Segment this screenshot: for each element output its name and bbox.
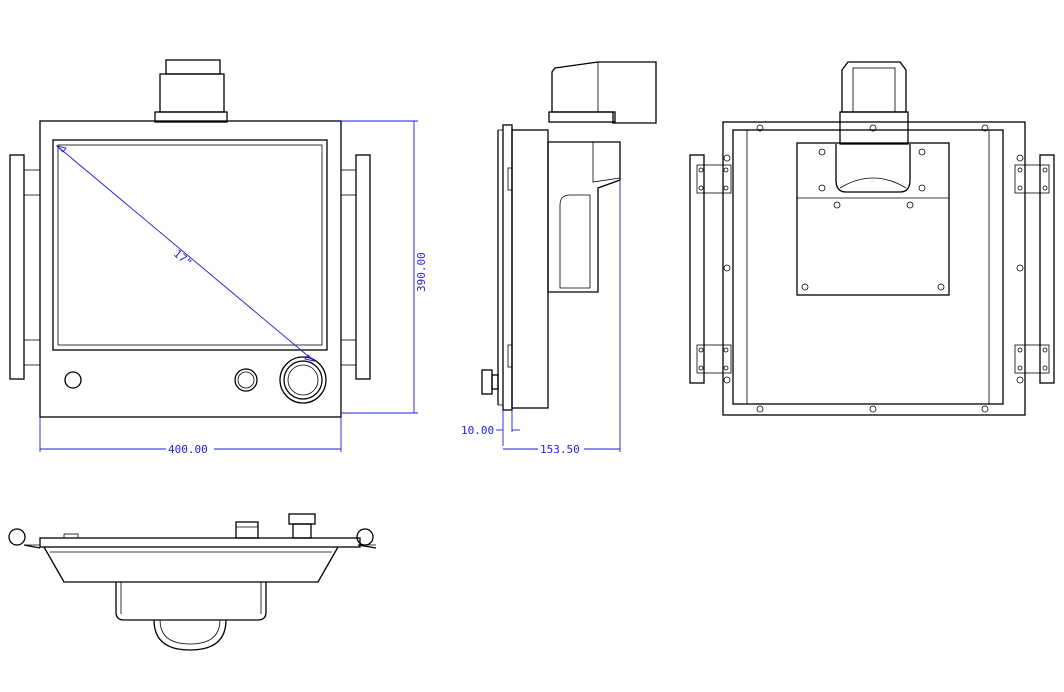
rear-left-handle <box>689 154 732 384</box>
top-mount <box>115 582 267 651</box>
flange-dimension: 10.00 <box>461 410 520 446</box>
emergency-stop-button <box>279 356 327 404</box>
front-screen <box>52 139 328 351</box>
front-button-middle <box>234 368 258 392</box>
top-estop <box>288 513 316 539</box>
front-right-handle <box>341 154 371 380</box>
height-label: 390.00 <box>415 252 428 292</box>
diagonal-label: 17" <box>171 247 195 270</box>
front-panel <box>39 120 342 418</box>
width-dimension: 400.00 <box>39 417 342 456</box>
depth-label: 153.50 <box>540 443 580 456</box>
front-button-left <box>64 371 82 389</box>
width-label: 400.00 <box>168 443 208 456</box>
rear-mount <box>839 61 909 145</box>
top-left-handle <box>8 528 26 546</box>
front-view: 17" 390.00 400.00 <box>9 59 428 456</box>
top-flange <box>39 537 361 548</box>
side-body <box>511 129 549 409</box>
side-estop <box>481 369 499 395</box>
top-right-handle <box>356 528 374 546</box>
flange-label: 10.00 <box>461 424 494 437</box>
height-dimension: 390.00 <box>341 120 428 414</box>
depth-dimension: 153.50 <box>503 180 621 456</box>
top-connector <box>235 521 259 539</box>
side-view: 10.00 153.50 <box>461 61 657 456</box>
top-body <box>43 546 339 583</box>
rear-body <box>732 129 1004 405</box>
rear-mount-plate <box>796 142 950 296</box>
rear-flange <box>722 121 1026 416</box>
front-mount-head <box>154 59 228 123</box>
side-bracket <box>547 141 621 293</box>
top-view <box>8 513 377 651</box>
diagonal-dimension: 17" <box>55 145 316 362</box>
rear-right-handle <box>1014 154 1055 384</box>
front-left-handle <box>9 154 40 380</box>
rear-view <box>689 61 1055 416</box>
rear-screws <box>698 124 1048 413</box>
side-mount-head <box>548 61 657 124</box>
